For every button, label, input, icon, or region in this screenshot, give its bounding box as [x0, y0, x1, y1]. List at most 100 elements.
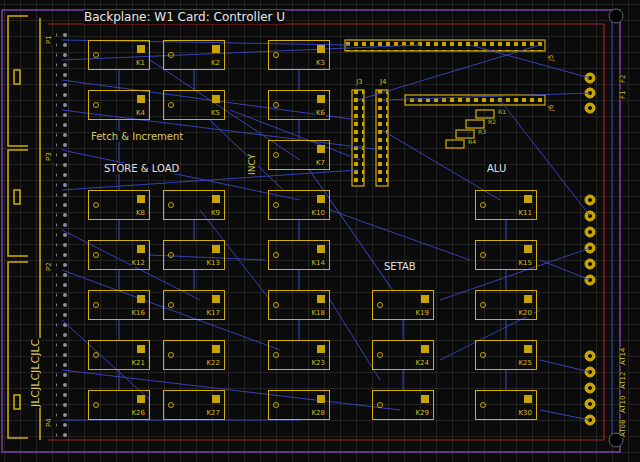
relay-pad	[212, 345, 220, 353]
relay-footprint: K6	[268, 90, 330, 120]
relay-footprint: K3	[268, 40, 330, 70]
section-label: ALU	[486, 163, 507, 174]
ratsnest-connector	[119, 220, 120, 240]
connector-designator: P1	[46, 34, 54, 45]
relay-footprint: K18	[268, 290, 330, 320]
relay-footprint: K25	[475, 340, 537, 370]
relay-notch	[168, 52, 174, 58]
part-designator: K11	[518, 209, 534, 217]
relay-pad	[524, 295, 532, 303]
relay-pad	[524, 345, 532, 353]
pin-label: F2	[620, 74, 628, 84]
resistor-designator: R1	[497, 109, 507, 116]
part-designator: K18	[311, 309, 327, 317]
relay-notch	[273, 252, 279, 258]
section-label: SETAB	[383, 261, 417, 272]
section-label: Fetch & Increment	[90, 131, 184, 142]
relay-footprint: K17	[163, 290, 225, 320]
connector-designator: J5	[548, 53, 556, 62]
relay-footprint: K20	[475, 290, 537, 320]
pin-label: F1	[620, 90, 628, 100]
ratsnest-connector	[299, 120, 300, 140]
mounting-hole	[609, 9, 623, 23]
relay-footprint: K2	[163, 40, 225, 70]
ratsnest-connector	[194, 220, 195, 240]
connector-designator: P3	[46, 151, 54, 162]
relay-pad	[137, 45, 145, 53]
relay-notch	[480, 352, 486, 358]
relay-pad	[212, 295, 220, 303]
relay-pad	[137, 395, 145, 403]
relay-footprint: K5	[163, 90, 225, 120]
relay-notch	[168, 352, 174, 358]
relay-footprint: K26	[88, 390, 150, 420]
edge-rail	[612, 20, 613, 445]
relay-notch	[93, 102, 99, 108]
ratsnest-connector	[506, 370, 507, 390]
relay-pad	[212, 45, 220, 53]
ratsnest-connector	[506, 320, 507, 340]
part-designator: K27	[206, 409, 222, 417]
relay-pad	[317, 295, 325, 303]
part-designator: K21	[131, 359, 147, 367]
part-designator: K10	[311, 209, 327, 217]
edge-rail	[603, 24, 604, 440]
relay-notch	[168, 252, 174, 258]
relay-footprint: K4	[88, 90, 150, 120]
relay-notch	[93, 252, 99, 258]
relay-footprint: K9	[163, 190, 225, 220]
relay-notch	[480, 402, 486, 408]
ratsnest-connector	[119, 320, 120, 340]
section-label: INCY	[248, 153, 258, 176]
relay-footprint: K28	[268, 390, 330, 420]
part-designator: K28	[311, 409, 327, 417]
part-designator: K6	[315, 109, 326, 117]
relay-footprint: K19	[372, 290, 434, 320]
relay-notch	[377, 302, 383, 308]
relay-footprint: K22	[163, 340, 225, 370]
relay-pad	[137, 95, 145, 103]
resistor-designator: R2	[487, 119, 497, 126]
part-designator: K2	[210, 59, 221, 67]
relay-pad	[317, 345, 325, 353]
relay-footprint: K27	[163, 390, 225, 420]
part-designator: K9	[210, 209, 221, 217]
resistor-symbol	[446, 110, 494, 148]
relay-pad	[421, 395, 429, 403]
relay-pad	[212, 195, 220, 203]
relay-notch	[273, 102, 279, 108]
resistor-designator: R4	[467, 139, 477, 146]
edge-rail	[48, 439, 604, 440]
connector-designator: J6	[548, 103, 556, 112]
fab-watermark: JLCJLCJLCJLC	[30, 338, 42, 408]
connector-designator: J3	[355, 79, 364, 87]
part-designator: K12	[131, 259, 147, 267]
part-designator: K3	[315, 59, 326, 67]
pin-header	[345, 40, 545, 186]
part-designator: K1	[135, 59, 146, 67]
relay-pad	[421, 345, 429, 353]
board-title: Backplane: W1 Card: Controller U	[84, 10, 285, 24]
relay-notch	[377, 352, 383, 358]
relay-pad	[137, 345, 145, 353]
part-designator: K20	[518, 309, 534, 317]
connector-designator: P4	[46, 417, 54, 428]
part-designator: K29	[415, 409, 431, 417]
relay-footprint: K1	[88, 40, 150, 70]
connector-designator: P2	[46, 261, 54, 272]
part-designator: K4	[135, 109, 146, 117]
board-outline	[2, 10, 620, 452]
ratsnest-connector	[210, 120, 284, 190]
relay-footprint: K8	[88, 190, 150, 220]
relay-notch	[377, 402, 383, 408]
relay-footprint: K24	[372, 340, 434, 370]
ratsnest-connector	[299, 320, 300, 340]
relay-pad	[317, 395, 325, 403]
relay-pad	[212, 395, 220, 403]
relay-footprint: K13	[163, 240, 225, 270]
part-designator: K7	[315, 159, 326, 167]
relay-pad	[212, 245, 220, 253]
relay-pad	[524, 195, 532, 203]
part-designator: K30	[518, 409, 534, 417]
